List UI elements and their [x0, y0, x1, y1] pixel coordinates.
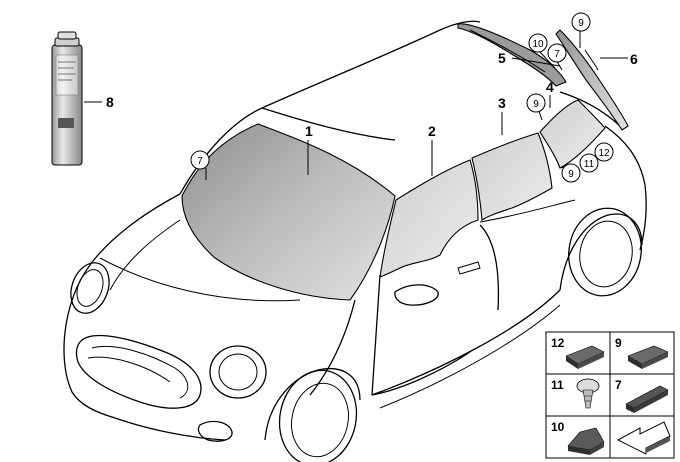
label-part-5: 5 [498, 50, 506, 66]
key-cell-12[interactable]: 12 [551, 336, 605, 369]
adhesive-tube[interactable] [51, 31, 83, 166]
svg-text:11: 11 [551, 378, 564, 392]
circle-10-roof: 10 [528, 33, 548, 53]
key-cell-10[interactable]: 10 [551, 420, 605, 455]
svg-text:9: 9 [533, 99, 539, 110]
key-cell-9[interactable]: 9 [615, 336, 669, 369]
arrow-icon [616, 421, 671, 455]
label-part-3: 3 [498, 95, 506, 111]
label-part-1: 1 [305, 123, 313, 139]
front-door-window[interactable] [379, 159, 479, 278]
circle-7-windshield: 7 [190, 150, 210, 170]
svg-text:9: 9 [568, 169, 574, 180]
svg-text:7: 7 [554, 49, 560, 60]
parts-key-box: 12 9 11 7 10 [545, 331, 675, 459]
svg-text:12: 12 [551, 336, 565, 350]
key-cell-11[interactable]: 11 [551, 378, 600, 409]
rear-quarter-window[interactable] [539, 99, 606, 169]
svg-text:9: 9 [578, 18, 584, 29]
rear-door-window[interactable] [471, 132, 553, 221]
circle-12-lower: 12 [594, 142, 614, 162]
svg-text:7: 7 [197, 156, 203, 167]
car-body-outline [63, 20, 647, 441]
circle-9-rear: 9 [526, 93, 546, 113]
rear-wheel [559, 207, 643, 297]
headlight-left [70, 262, 110, 314]
key-cell-7[interactable]: 7 [615, 378, 669, 413]
callout-lines [84, 26, 628, 180]
svg-text:7: 7 [615, 378, 622, 392]
svg-text:12: 12 [598, 148, 610, 159]
windshield[interactable] [181, 123, 396, 301]
circle-11-lower: 11 [579, 153, 599, 173]
svg-text:10: 10 [532, 39, 544, 50]
label-part-6: 6 [630, 51, 638, 67]
label-part-8: 8 [106, 94, 114, 110]
svg-text:9: 9 [615, 336, 622, 350]
circle-9-top: 9 [571, 12, 591, 32]
headlight-right [209, 345, 267, 399]
svg-text:10: 10 [551, 420, 565, 434]
grille [75, 334, 233, 442]
roof-glass-strip[interactable] [457, 23, 567, 87]
front-wheel [264, 368, 361, 462]
circle-7-roof: 7 [547, 43, 567, 63]
label-part-2: 2 [428, 123, 436, 139]
svg-text:11: 11 [584, 159, 595, 170]
circle-9-lower: 9 [561, 163, 581, 183]
rear-window[interactable] [555, 29, 629, 131]
label-part-4: 4 [546, 79, 554, 95]
